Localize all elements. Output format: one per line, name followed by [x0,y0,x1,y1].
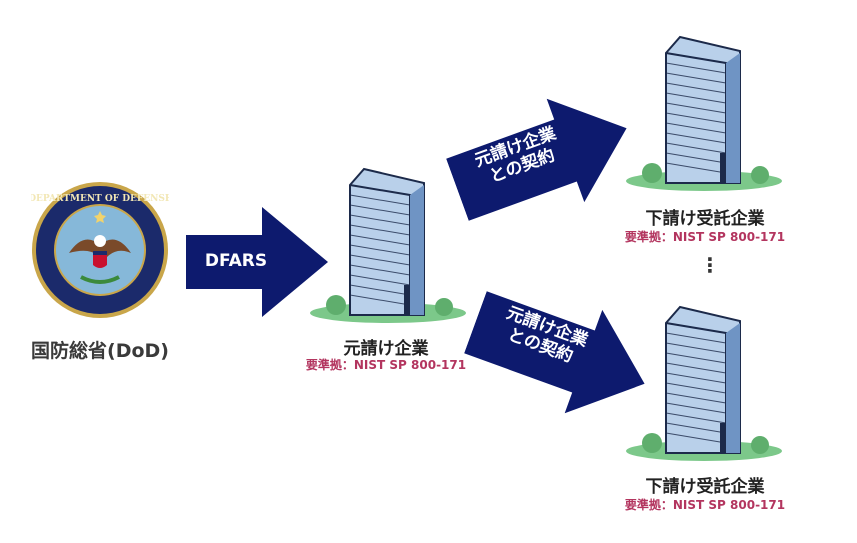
prime-title: 元請け企業 [343,339,429,359]
subcontractor-top-building-icon [626,35,782,191]
more-subcontractors-ellipsis: ⋮ [700,253,720,277]
subcontractor-top-title: 下請け受託企業 [645,209,765,229]
contract-arrow-upper: 元請け企業 との契約 [439,77,646,242]
subcontractor-bottom-building-icon [626,305,782,461]
dfars-label: DFARS [204,251,268,271]
subcontractor-top-requirement: 要準拠：NIST SP 800-171 [624,230,786,244]
dod-seal-logo: DEPARTMENT OF DEFENSE [31,182,169,318]
prime-requirement: 要準拠：NIST SP 800-171 [305,358,467,372]
subcontractor-bottom-requirement: 要準拠：NIST SP 800-171 [624,498,786,512]
dod-label: 国防総省(DoD) [31,340,169,362]
dfars-arrow [186,207,328,317]
svg-text:DEPARTMENT OF DEFENSE: DEPARTMENT OF DEFENSE [31,194,169,204]
prime-building-icon [310,167,466,323]
subcontractor-bottom-title: 下請け受託企業 [645,477,765,497]
contract-arrow-lower: 元請け企業 との契約 [457,271,664,436]
